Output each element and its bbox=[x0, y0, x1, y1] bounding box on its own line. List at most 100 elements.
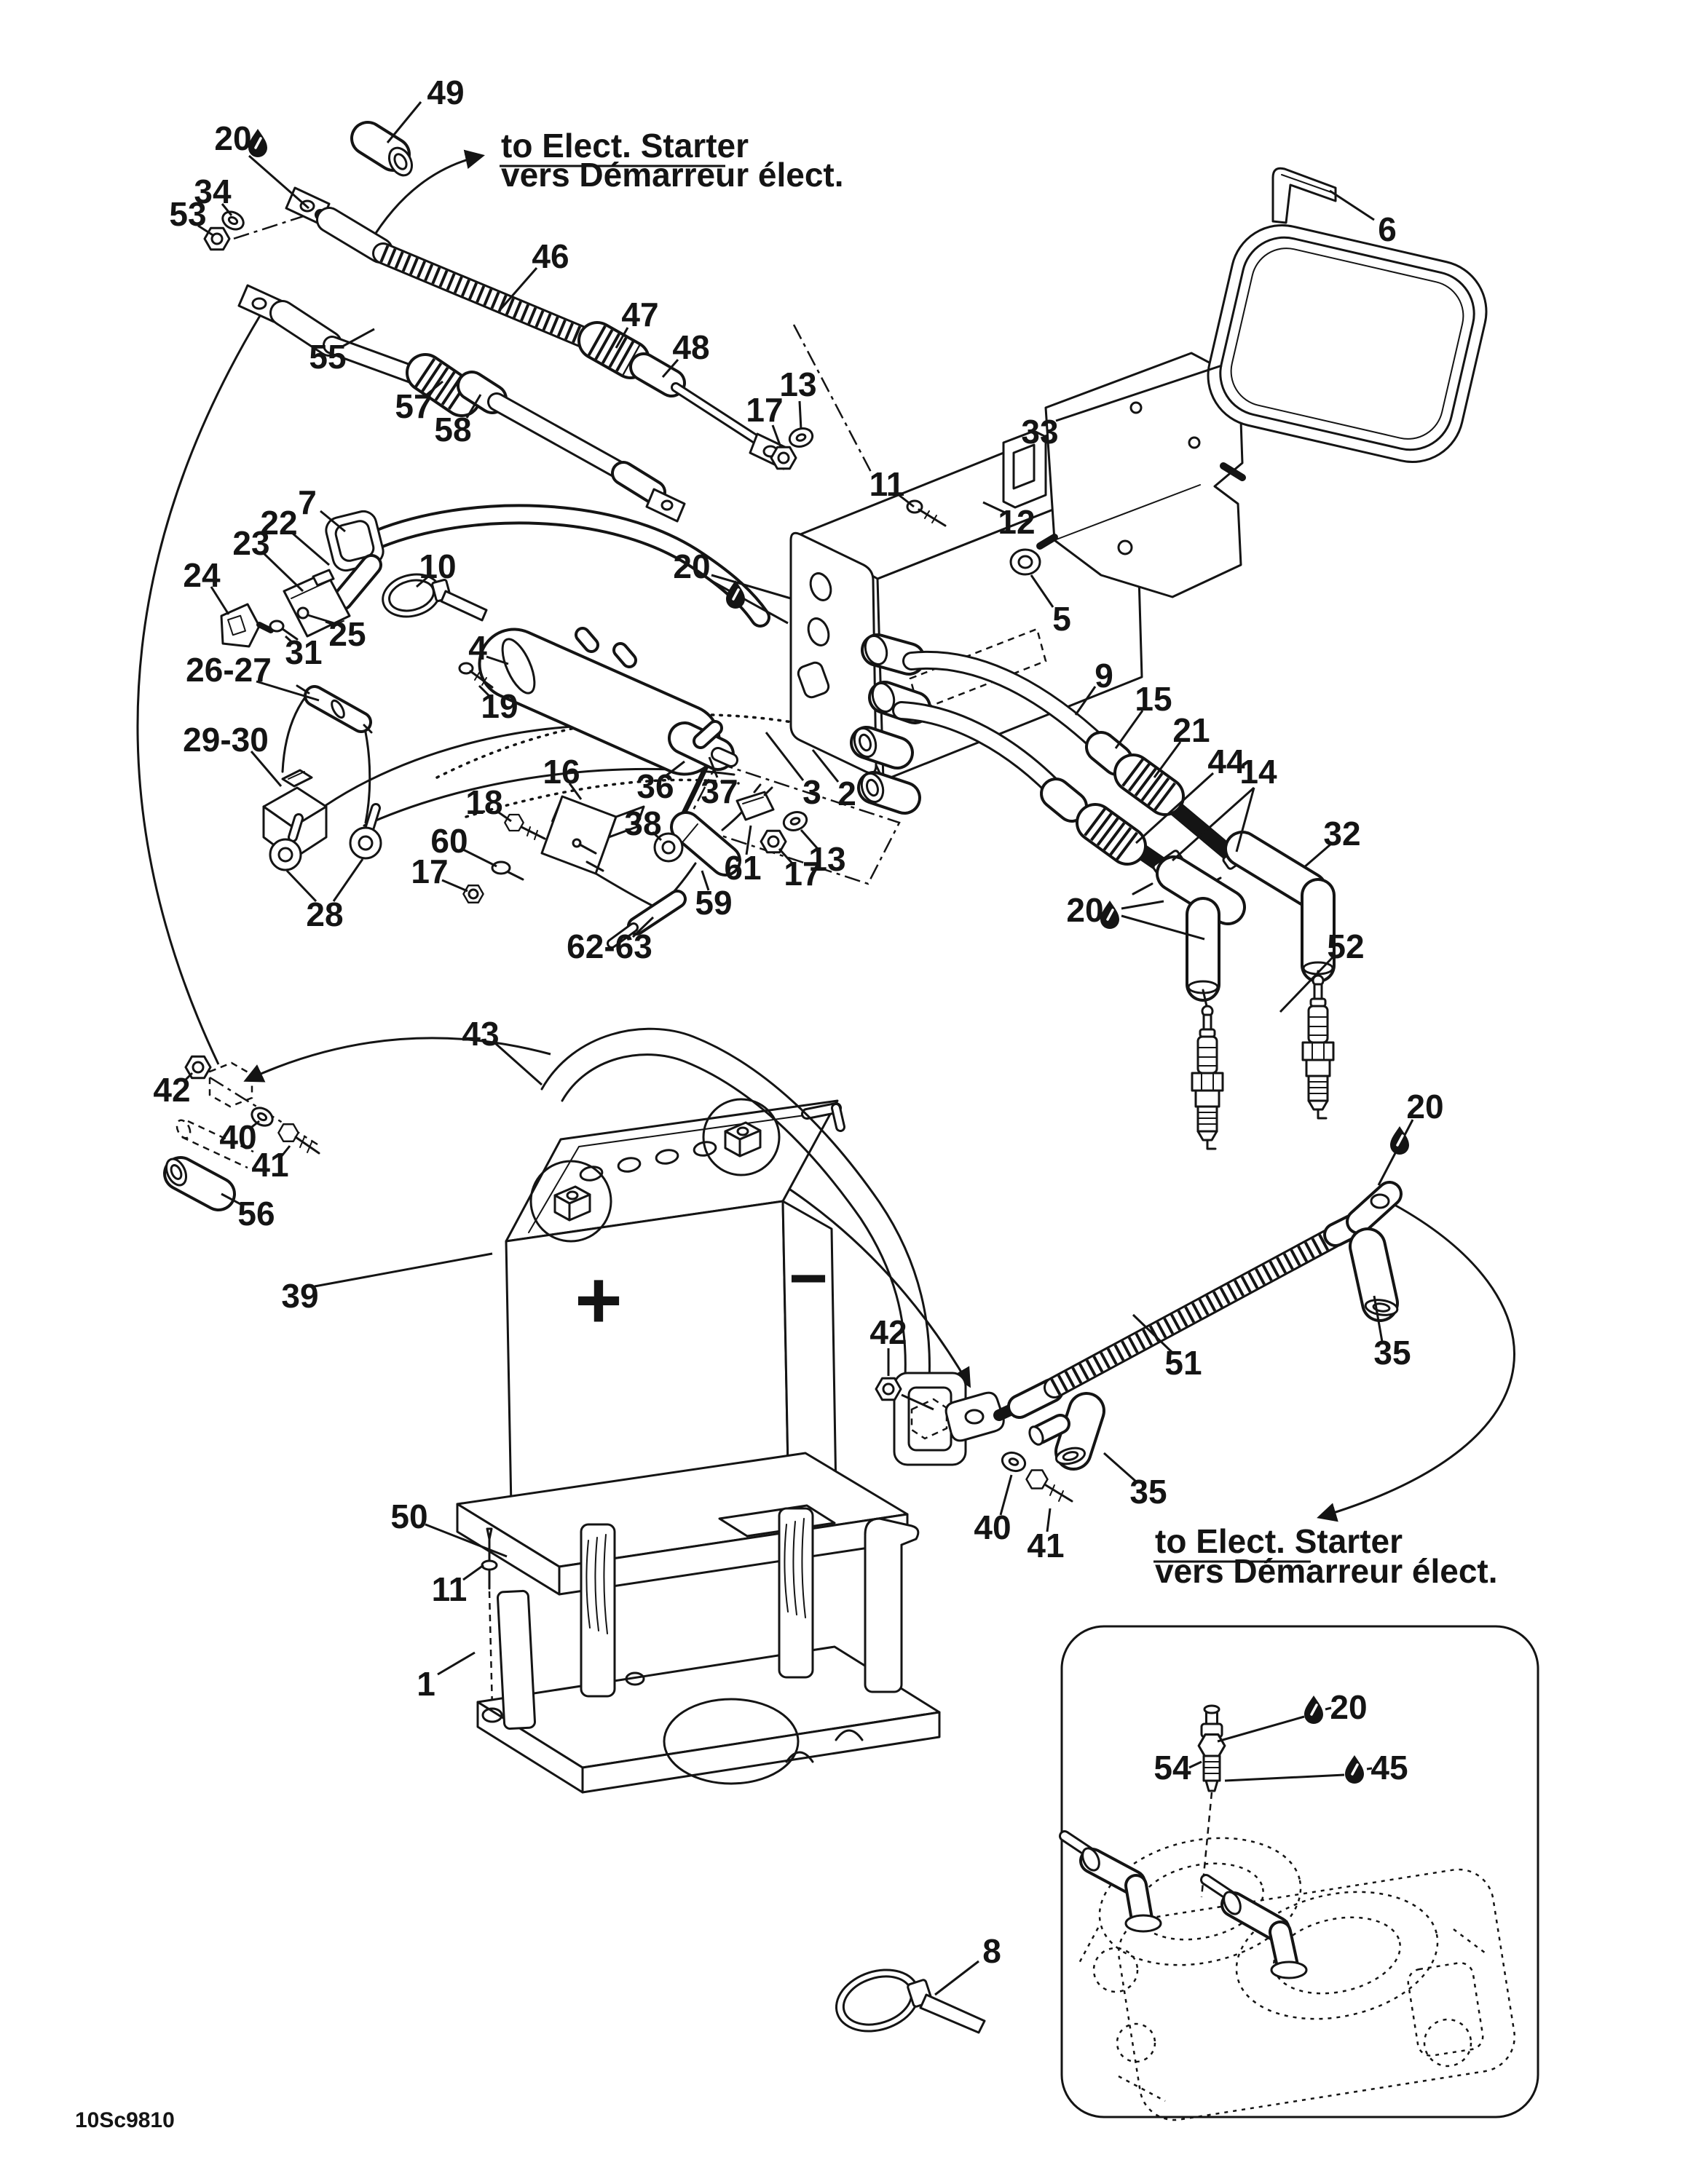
electrical-box bbox=[789, 384, 1225, 815]
leader-41-right bbox=[1046, 1508, 1052, 1532]
leader-17-low bbox=[778, 847, 794, 866]
callout-15: 15 bbox=[1135, 680, 1172, 718]
screw-11 bbox=[906, 499, 947, 527]
callout-57: 57 bbox=[395, 387, 432, 425]
leader-44 bbox=[1135, 772, 1215, 844]
leader-5 bbox=[1030, 574, 1054, 608]
callout-20-inset: 20 bbox=[1330, 1688, 1367, 1726]
leader-40-right bbox=[999, 1474, 1013, 1516]
relay-16 bbox=[540, 795, 645, 875]
screw-19 bbox=[458, 662, 494, 689]
callout-42-left: 42 bbox=[153, 1071, 190, 1109]
callout-46: 46 bbox=[532, 237, 569, 275]
callout-45: 45 bbox=[1370, 1749, 1408, 1787]
callout-19: 19 bbox=[481, 687, 518, 725]
leader-57 bbox=[426, 380, 443, 396]
callout-25: 25 bbox=[328, 615, 366, 653]
callout-48: 48 bbox=[672, 328, 709, 366]
leader-31 bbox=[284, 635, 295, 645]
leader-14 bbox=[1172, 786, 1255, 862]
callout-4: 4 bbox=[468, 629, 487, 667]
base-tray-1 bbox=[476, 1507, 941, 1794]
battery-terminals bbox=[529, 1098, 781, 1243]
leader-18 bbox=[496, 810, 512, 823]
callout-24: 24 bbox=[183, 556, 221, 594]
cover-33 bbox=[1207, 223, 1488, 464]
leader-13-low bbox=[800, 829, 819, 850]
leader-52 bbox=[1279, 955, 1335, 1013]
callout-38: 38 bbox=[624, 804, 661, 842]
callout-49: 49 bbox=[427, 74, 464, 111]
callout-34: 34 bbox=[194, 173, 232, 210]
callout-44: 44 bbox=[1207, 743, 1245, 780]
leader-32 bbox=[1303, 843, 1331, 869]
callout-9: 9 bbox=[1095, 657, 1113, 695]
leader-39 bbox=[314, 1252, 493, 1288]
callout-1: 1 bbox=[417, 1665, 435, 1703]
ring-terminal-38 bbox=[653, 832, 684, 863]
callout-20-top: 20 bbox=[214, 119, 251, 157]
leader-61 bbox=[745, 825, 752, 855]
oil-drop-highlight bbox=[1396, 1134, 1404, 1147]
callout-35-low: 35 bbox=[1129, 1473, 1167, 1511]
leader-45 bbox=[1366, 1767, 1373, 1770]
leader-4 bbox=[486, 655, 509, 665]
battery-cable-55 bbox=[237, 284, 686, 523]
leader-20-plugs bbox=[1121, 900, 1164, 910]
callout-21: 21 bbox=[1172, 711, 1210, 749]
leader-6 bbox=[1329, 189, 1375, 221]
pin-11 bbox=[481, 1527, 498, 1590]
oil-drop-highlight bbox=[1106, 909, 1114, 921]
callout-3: 3 bbox=[802, 773, 821, 811]
leader-16 bbox=[568, 783, 583, 800]
callout-17-relay: 17 bbox=[411, 852, 448, 890]
nut-washer-13-17-top bbox=[770, 427, 814, 470]
fuse-26-27 bbox=[296, 684, 373, 734]
callout-12: 12 bbox=[998, 503, 1035, 541]
callout-39: 39 bbox=[281, 1277, 318, 1315]
mount-group-left bbox=[163, 1055, 320, 1211]
leader-36 bbox=[665, 760, 685, 778]
leader-47 bbox=[615, 327, 629, 349]
callout-41-right: 41 bbox=[1027, 1527, 1064, 1564]
leader-13-top bbox=[798, 400, 802, 430]
starter-bottom-line2: vers Démarreur élect. bbox=[1155, 1552, 1498, 1590]
oil-drop-highlight bbox=[1351, 1763, 1359, 1776]
leader-2 bbox=[811, 749, 840, 783]
callout-31: 31 bbox=[285, 633, 322, 671]
leader-45 bbox=[1224, 1773, 1345, 1782]
callout-23: 23 bbox=[232, 524, 269, 562]
callout-11-tray: 11 bbox=[432, 1570, 468, 1608]
starter-top-line2: vers Démarreur élect. bbox=[501, 156, 844, 194]
leader-35-low bbox=[1103, 1452, 1137, 1483]
leader-55 bbox=[342, 328, 375, 348]
callout-10: 10 bbox=[419, 547, 456, 585]
tray-50 bbox=[456, 1452, 909, 1596]
starter-bottom-line1: to Elect. Starter bbox=[1155, 1522, 1403, 1560]
leader-17-top bbox=[771, 424, 782, 448]
leader-21 bbox=[1153, 741, 1182, 778]
callout-11-top: 11 bbox=[869, 465, 905, 503]
sleeve-62-63 bbox=[607, 890, 687, 949]
leader-10 bbox=[416, 575, 429, 588]
callout-37: 37 bbox=[701, 772, 738, 810]
callout-47: 47 bbox=[621, 296, 658, 333]
callout-41-left: 41 bbox=[251, 1146, 288, 1184]
cable-tie-8 bbox=[835, 1969, 986, 2034]
battery-strap-43 bbox=[540, 1027, 967, 1466]
leader-26-27 bbox=[256, 680, 320, 702]
battery-minus-symbol: − bbox=[789, 1241, 828, 1315]
nut-17-relay bbox=[462, 885, 484, 903]
ignition-cables bbox=[892, 650, 1336, 1008]
leader-22 bbox=[291, 531, 330, 566]
leader-3 bbox=[765, 732, 805, 781]
oil-drop-highlight bbox=[254, 137, 262, 149]
callout-33: 33 bbox=[1021, 413, 1058, 451]
annotation-starter-top: to Elect. Starter vers Démarreur élect. bbox=[500, 127, 844, 194]
callout-2: 2 bbox=[837, 775, 856, 812]
ring-terminals-28 bbox=[269, 803, 382, 871]
leader-11-top bbox=[897, 493, 915, 508]
leader-25 bbox=[325, 620, 336, 627]
